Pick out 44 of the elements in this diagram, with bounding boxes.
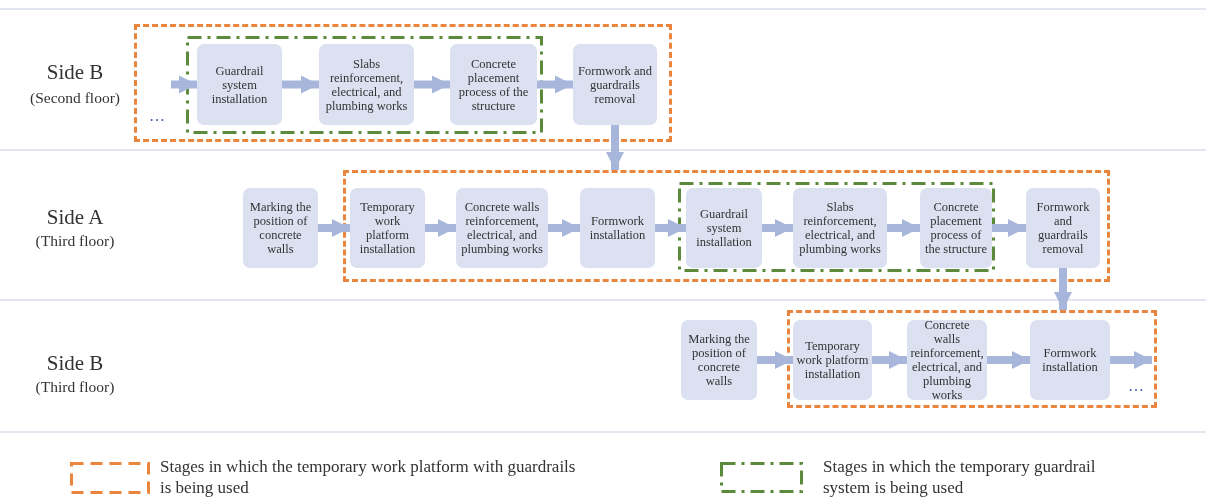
arrow	[887, 218, 920, 238]
process-box: Marking the position of concrete walls	[681, 320, 757, 400]
legend-text: Stages in which the temporary guardrail system is being used	[823, 456, 1097, 499]
process-box: Concrete placement process of the structure	[450, 44, 537, 125]
process-box: Slabs reinforcement, electrical, and plumbing works	[319, 44, 414, 125]
process-box: Formwork and guardrails removal	[573, 44, 657, 125]
ellipsis: …	[1128, 377, 1144, 395]
lane-subtitle: (Third floor)	[35, 378, 115, 396]
dashed-outline	[134, 24, 672, 142]
dash-dot-outline	[186, 36, 543, 134]
arrow	[762, 218, 793, 238]
lane-title: Side B	[46, 351, 104, 376]
arrow	[548, 218, 580, 238]
legend-text: Stages in which the temporary work platform with guardrails is being used	[160, 456, 577, 499]
process-box: Concrete placement process of the structure	[920, 188, 992, 268]
dash-dot-outline	[678, 182, 995, 272]
lane-title: Side B	[46, 60, 104, 85]
arrow	[537, 75, 573, 94]
process-box: Slabs reinforcement, electrical, and plumbing works	[793, 188, 887, 268]
process-box: Guardrail system installation	[197, 44, 282, 125]
lane-title: Side A	[46, 205, 104, 230]
arrow	[282, 75, 319, 94]
process-box: Temporary work platform installation	[793, 320, 872, 400]
arrow	[757, 350, 793, 370]
dashed-outline	[787, 310, 1157, 408]
process-box: Formwork installation	[580, 188, 655, 268]
process-box: Formwork installation	[1030, 320, 1110, 400]
process-box: Formwork and guardrails removal	[1026, 188, 1100, 268]
dashed-outline	[343, 170, 1110, 282]
process-box: Concrete walls reinforcement, electrical, and plumbing works	[907, 320, 987, 400]
process-box: Guardrail system installation	[686, 188, 762, 268]
process-box: Concrete walls reinforcement, electrical, and plumbing works	[456, 188, 548, 268]
arrow	[425, 218, 456, 238]
arrow	[318, 218, 350, 238]
arrow	[414, 75, 450, 94]
arrow	[987, 350, 1030, 370]
arrow	[655, 218, 686, 238]
ellipsis: …	[149, 107, 165, 125]
arrow	[992, 218, 1026, 238]
process-box: Temporary work platform installation	[350, 188, 425, 268]
lane-subtitle: (Second floor)	[30, 89, 120, 107]
arrow	[872, 350, 907, 370]
lane-subtitle: (Third floor)	[35, 232, 115, 250]
process-box: Marking the position of concrete walls	[243, 188, 318, 268]
